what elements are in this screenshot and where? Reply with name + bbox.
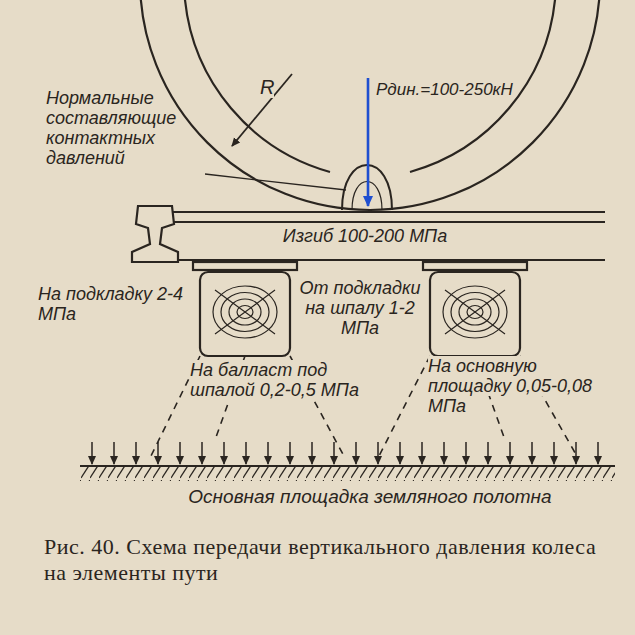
pressure-arrow bbox=[245, 442, 247, 464]
pressure-arrow bbox=[421, 442, 423, 464]
ballast-pressure-label-text: На балласт под шпалой 0,2-0,5 МПа bbox=[190, 360, 359, 400]
wheel-flange bbox=[185, 0, 330, 172]
pressure-arrow bbox=[91, 442, 93, 464]
bending-label: Изгиб 100-200 МПа bbox=[250, 226, 480, 246]
subgrade-label-text: Основная площадка земляного полотна bbox=[188, 486, 551, 507]
leader-line bbox=[205, 174, 346, 190]
pressure-arrow bbox=[333, 442, 335, 464]
rail bbox=[150, 212, 605, 260]
load-label-text: Pдин.=100-250кН bbox=[376, 80, 513, 99]
subgrade-label: Основная площадка земляного полотна bbox=[130, 486, 610, 507]
sleeper-pressure-label-text: От подкладки на шпалу 1-2 МПа bbox=[300, 278, 421, 338]
wood-ring bbox=[213, 286, 277, 338]
pressure-arrow bbox=[399, 442, 401, 464]
sleeper bbox=[430, 272, 520, 356]
pressure-arrow bbox=[135, 442, 137, 464]
wood-ring bbox=[443, 286, 507, 338]
radius-pointer bbox=[232, 74, 292, 146]
figure-caption: Рис. 40. Схема передачи вертикального да… bbox=[44, 534, 610, 587]
pressure-arrow bbox=[487, 442, 489, 464]
tie-plate bbox=[193, 262, 297, 270]
pressure-arrow bbox=[443, 442, 445, 464]
pressure-arrow bbox=[311, 442, 313, 464]
pressure-arrow bbox=[157, 442, 159, 464]
pressure-arrow bbox=[289, 442, 291, 464]
plate-pressure-label: На подкладку 2-4 МПа bbox=[38, 284, 196, 324]
wood-crack bbox=[215, 290, 275, 334]
pressure-arrow bbox=[377, 442, 379, 464]
pressure-arrow bbox=[597, 442, 599, 464]
bending-label-text: Изгиб 100-200 МПа bbox=[283, 226, 447, 246]
pressure-arrow bbox=[509, 442, 511, 464]
radius-label-text: R bbox=[260, 76, 274, 98]
load-label: Pдин.=100-250кН bbox=[376, 80, 576, 99]
pressure-arrow bbox=[179, 442, 181, 464]
pressure-arrow bbox=[531, 442, 533, 464]
plate-pressure-label-text: На подкладку 2-4 МПа bbox=[38, 284, 183, 324]
contact-pressure-label: Нормальные составляющие контактных давле… bbox=[46, 88, 214, 169]
sleeper-pressure-label: От подкладки на шпалу 1-2 МПа bbox=[296, 278, 424, 338]
pressure-arrow bbox=[465, 442, 467, 464]
wheel-load-arrow bbox=[367, 78, 370, 206]
subgrade-line bbox=[80, 465, 615, 467]
pressure-arrow bbox=[355, 442, 357, 464]
ballast-pressure-label: На балласт под шпалой 0,2-0,5 МПа bbox=[190, 360, 372, 400]
pressure-arrow bbox=[575, 442, 577, 464]
rail-profile bbox=[132, 206, 178, 262]
pressure-arrow bbox=[113, 442, 115, 464]
pressure-arrow bbox=[267, 442, 269, 464]
pressure-arrow bbox=[201, 442, 203, 464]
radius-label: R bbox=[260, 76, 284, 98]
sleeper bbox=[200, 272, 290, 356]
pressure-arrow bbox=[223, 442, 225, 464]
pressure-arrow bbox=[553, 442, 555, 464]
subgrade-pressure-label: На основную площадку 0,05-0,08 МПа bbox=[428, 356, 618, 416]
tie-plate bbox=[423, 262, 527, 270]
contact-pressure-label-text: Нормальные составляющие контактных давле… bbox=[46, 88, 176, 168]
subgrade-hatch bbox=[80, 467, 615, 481]
wood-crack bbox=[445, 290, 505, 334]
wheel-rim bbox=[140, 0, 600, 210]
subgrade-pressure-label-text: На основную площадку 0,05-0,08 МПа bbox=[428, 356, 592, 416]
